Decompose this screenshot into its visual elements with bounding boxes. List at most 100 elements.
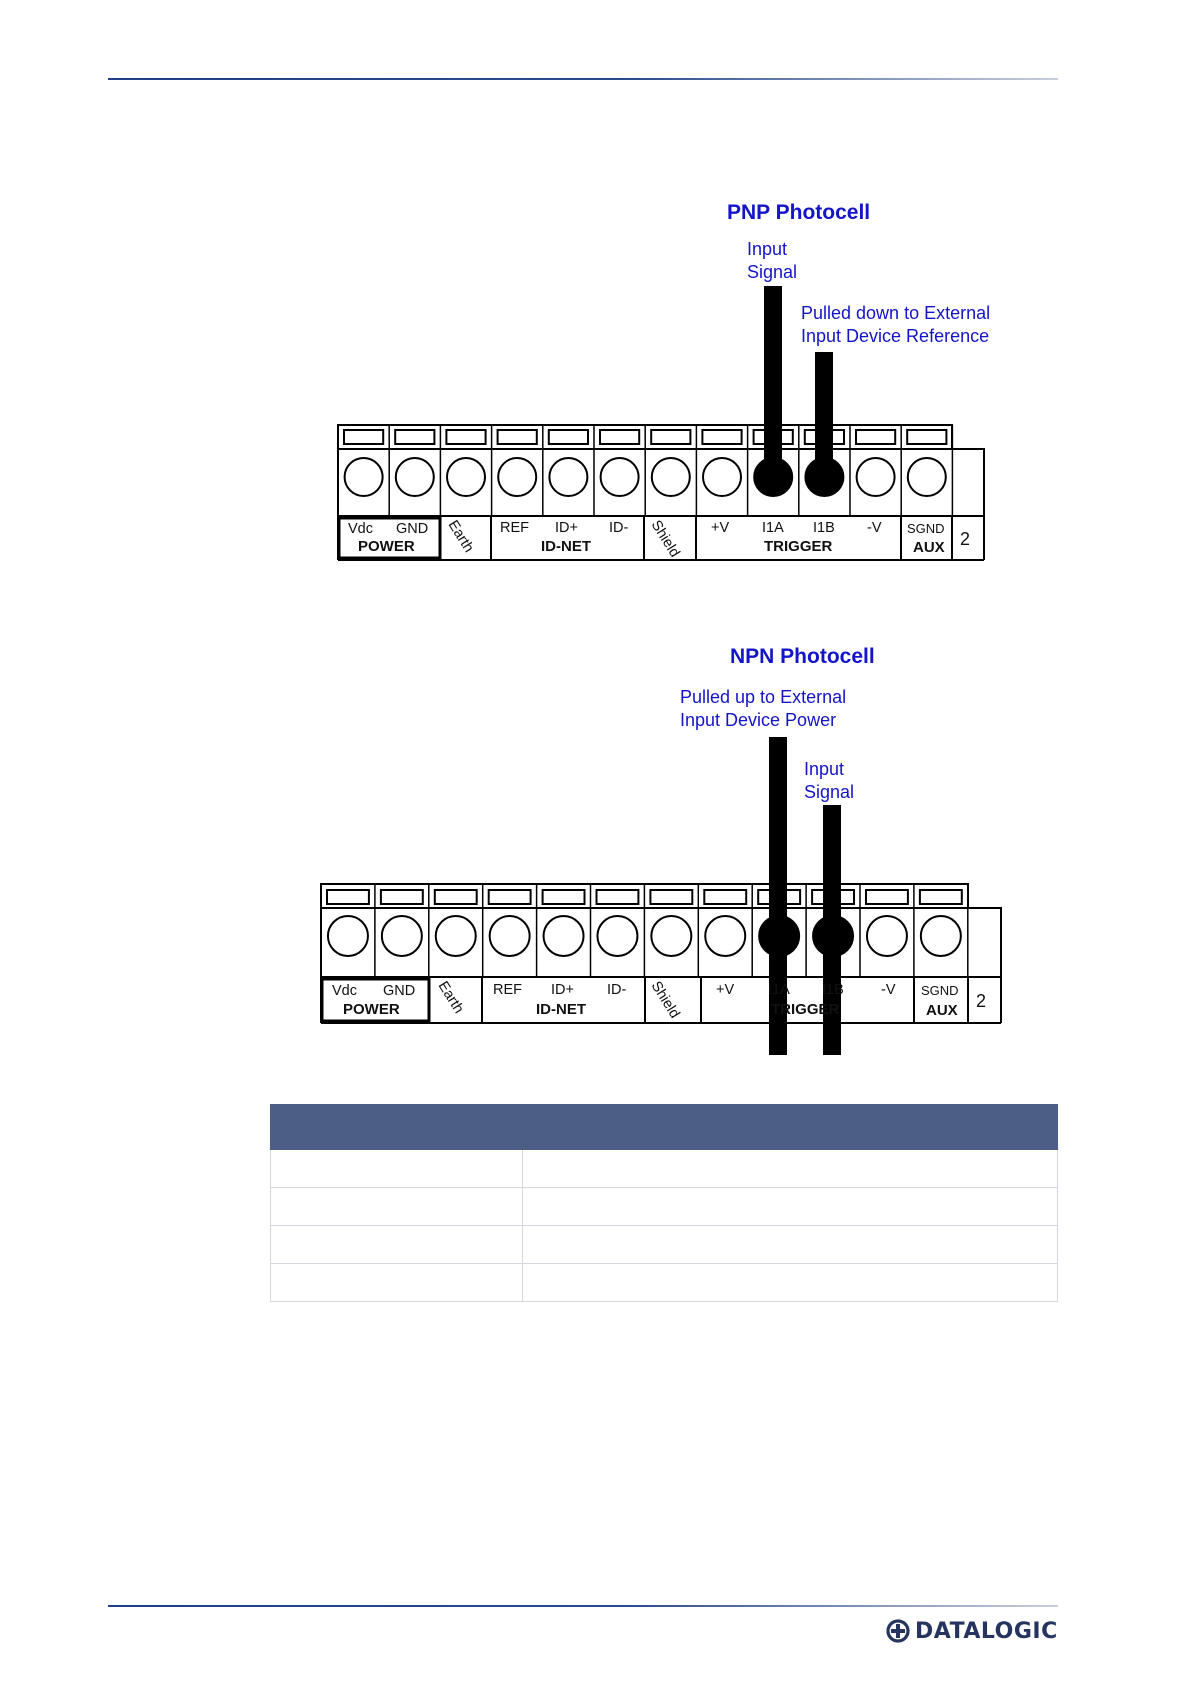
npn-label-earth: Earth <box>435 979 467 1017</box>
pnp-label-i1a: I1A <box>762 520 784 536</box>
table-cell <box>270 1187 523 1226</box>
npn-terminal-screw <box>704 915 747 957</box>
table-cell <box>522 1225 1058 1264</box>
npn-terminal-slot <box>433 889 478 905</box>
table-cell <box>270 1263 523 1302</box>
pnp-terminal-screw <box>394 457 435 497</box>
table-row <box>270 1225 1058 1264</box>
pnp-group-idnet: ID-NET <box>541 538 591 555</box>
pnp-terminal-slot <box>547 429 589 445</box>
pnp-terminal-slot <box>496 429 538 445</box>
table-cell <box>522 1187 1058 1226</box>
datalogic-logo-text: DATALOGIC <box>915 1618 1058 1644</box>
pnp-terminal-slot <box>752 429 794 445</box>
npn-label-i1a: I1A <box>768 982 790 998</box>
npn-note-line-2: Input Device Power <box>680 710 836 730</box>
pnp-terminal-slot <box>394 429 436 445</box>
pnp-terminal-slot <box>906 429 948 445</box>
npn-terminal-screw <box>865 915 908 957</box>
pnp-group-trigger: TRIGGER <box>764 538 833 555</box>
npn-terminal-slot <box>865 889 909 905</box>
npn-group-borders <box>320 977 915 1023</box>
npn-label-gnd: GND <box>383 983 415 999</box>
pnp-terminal-slot <box>650 429 692 445</box>
npn-terminal-screw <box>542 915 585 957</box>
pnp-label-i1b: I1B <box>813 520 835 536</box>
npn-terminal-screw <box>650 915 693 957</box>
pnp-terminal-slot <box>701 429 743 445</box>
npn-input-signal-label-2: Signal <box>804 782 854 802</box>
pnp-label-earth: Earth <box>445 518 477 556</box>
npn-terminal-slot <box>595 889 640 905</box>
npn-terminal-slot <box>541 889 586 905</box>
npn-label-idplus: ID+ <box>551 982 574 998</box>
pnp-terminal-screw <box>753 457 794 497</box>
pnp-terminal-screw <box>702 457 742 497</box>
table-header-row <box>270 1104 1058 1150</box>
pnp-group-aux: AUX <box>913 539 945 556</box>
pnp-side-number: 2 <box>960 529 970 549</box>
npn-label-plusv: +V <box>716 982 734 998</box>
npn-terminal-screw <box>758 915 801 957</box>
npn-terminal-slot <box>811 889 855 905</box>
table-row <box>270 1149 1058 1188</box>
pnp-input-signal-label-2: Signal <box>747 262 797 282</box>
pnp-label-ref: REF <box>500 520 529 536</box>
npn-group-aux: AUX <box>926 1002 958 1019</box>
npn-label-ref: REF <box>493 982 522 998</box>
npn-side-number: 2 <box>976 991 986 1011</box>
npn-group-idnet: ID-NET <box>536 1001 586 1018</box>
table-header-cell <box>522 1104 1058 1150</box>
datalogic-logo-icon <box>886 1619 910 1643</box>
npn-input-signal-label-1: Input <box>804 759 844 779</box>
npn-terminal-slot <box>703 889 748 905</box>
pnp-note-line-1: Pulled down to External <box>801 303 990 323</box>
table-row <box>270 1263 1058 1302</box>
npn-terminal-screw <box>488 915 531 957</box>
npn-label-i1b: I1B <box>822 982 844 998</box>
pnp-terminal-screw <box>804 457 845 497</box>
npn-terminal-slot <box>379 889 424 905</box>
pnp-wire-signal <box>764 286 782 476</box>
pnp-label-minusv: -V <box>867 520 882 536</box>
pnp-label-plusv: +V <box>711 520 729 536</box>
npn-terminal-screw <box>919 915 962 957</box>
npn-terminal-slot <box>649 889 694 905</box>
pnp-terminal-screw <box>548 457 589 497</box>
table-cell <box>270 1225 523 1264</box>
pnp-label-vdc: Vdc <box>348 521 373 537</box>
pnp-terminal-slot <box>343 429 385 445</box>
pnp-terminal-screw <box>650 457 691 497</box>
pnp-group-power: POWER <box>358 538 415 555</box>
pnp-terminal-slot <box>599 429 641 445</box>
table-cell <box>522 1149 1058 1188</box>
pnp-title: PNP Photocell <box>727 201 870 224</box>
npn-terminal-screw <box>326 915 369 957</box>
wiring-table <box>270 1104 1058 1302</box>
table-cell <box>522 1263 1058 1302</box>
pnp-group-borders <box>337 516 902 560</box>
pnp-terminal-slot <box>855 429 897 445</box>
pnp-note-line-2: Input Device Reference <box>801 326 989 346</box>
npn-label-shield: Shield <box>648 979 683 1022</box>
pnp-label-gnd: GND <box>396 521 428 537</box>
pnp-label-idplus: ID+ <box>555 520 578 536</box>
table-row <box>270 1187 1058 1226</box>
npn-group-power: POWER <box>343 1001 400 1018</box>
npn-label-minusv: -V <box>881 982 896 998</box>
npn-terminal-slot <box>487 889 532 905</box>
table-header-cell <box>270 1104 523 1150</box>
npn-terminal-screw <box>380 915 423 957</box>
npn-terminal-slot <box>757 889 802 905</box>
npn-group-trigger: TRIGGER <box>771 1001 840 1018</box>
npn-wiring-diagram: NPN Photocell Pulled up to External Inpu… <box>320 645 1002 1055</box>
npn-terminal-slot <box>326 889 370 905</box>
pnp-terminal-screw <box>446 457 486 497</box>
npn-title: NPN Photocell <box>730 645 875 668</box>
npn-terminal-slot <box>918 889 963 905</box>
pnp-terminal-screw <box>855 457 896 497</box>
npn-note-line-1: Pulled up to External <box>680 687 846 707</box>
npn-wire-power <box>769 737 787 1055</box>
npn-label-idminus: ID- <box>607 982 627 998</box>
npn-terminal-screw <box>596 915 639 957</box>
